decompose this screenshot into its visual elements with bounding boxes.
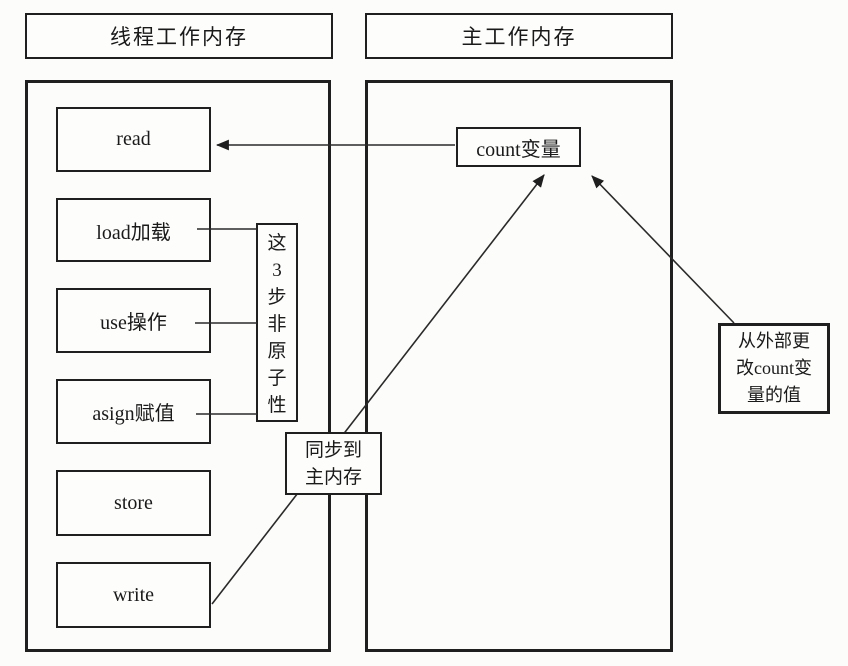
thread-memory-title: 线程工作内存: [110, 25, 248, 49]
sync-note-box: 同步到 主内存: [285, 432, 382, 495]
step-box-store: store: [56, 470, 211, 536]
step-label-read: read: [116, 128, 151, 150]
step-box-read: read: [56, 107, 211, 172]
step-label-load: load加载: [96, 221, 171, 244]
step-label-store: store: [114, 491, 153, 514]
sync-note-line2: 主内存: [304, 466, 362, 488]
count-variable-box: count变量: [456, 127, 581, 167]
step-box-load: load加载: [56, 198, 211, 262]
step-label-write: write: [112, 583, 155, 606]
main-memory-title: 主工作内存: [461, 25, 577, 49]
step-box-write: write: [56, 562, 211, 628]
external-note-line1: 从外部更: [738, 331, 810, 351]
external-note-line3: 量的值: [747, 385, 801, 405]
count-variable-label: count变量: [476, 138, 561, 161]
external-note-box: 从外部更 改count变 量的值: [718, 323, 830, 414]
step-label-use: use操作: [100, 312, 167, 334]
external-note-line2: 改count变: [736, 358, 812, 378]
thread-memory-title-box: 线程工作内存: [25, 13, 333, 59]
sync-note-line1: 同步到: [304, 439, 362, 461]
main-memory-title-box: 主工作内存: [365, 13, 673, 59]
step-label-asign: asign赋值: [92, 403, 175, 425]
step-box-use: use操作: [56, 288, 211, 353]
step-box-asign: asign赋值: [56, 379, 211, 444]
